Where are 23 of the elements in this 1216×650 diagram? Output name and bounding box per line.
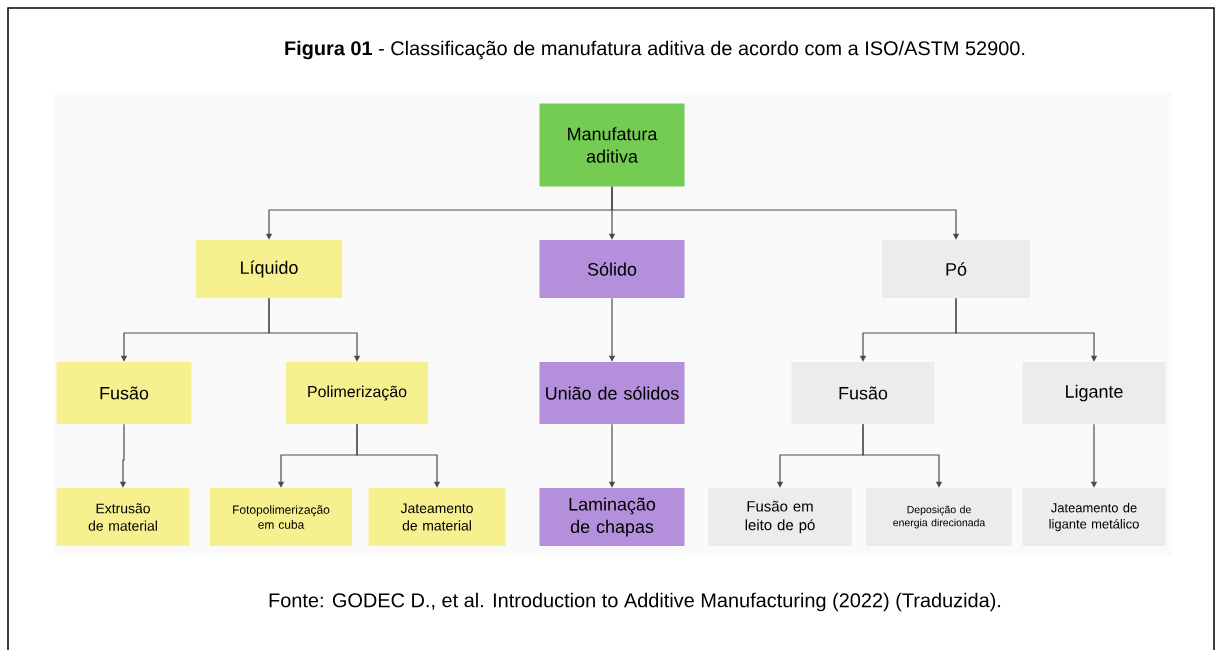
category-box: Laminação de chapas bbox=[539, 488, 685, 546]
category-box: Fusão bbox=[56, 362, 192, 424]
category-box: Fusão bbox=[791, 362, 935, 424]
arrow bbox=[955, 297, 1098, 362]
figure-title: Figura 01 - Classificação de manufatura aditiva de acordo com a ISO/ASTM 52900. bbox=[285, 40, 1025, 60]
category-box: Fotopolimerização em cuba bbox=[210, 488, 352, 546]
category-box: Manufatura aditiva bbox=[539, 103, 685, 187]
source-caption: Fonte: GODEC D., et al. Introduction to Additive Manufacturing (2022) (Traduzida). bbox=[269, 592, 1001, 612]
category-box: Sólido bbox=[539, 240, 685, 298]
category-box: Extrusão de material bbox=[56, 488, 190, 546]
arrow bbox=[268, 297, 361, 362]
arrow bbox=[862, 423, 943, 488]
category-box: Fusão em leito de pó bbox=[708, 488, 852, 546]
category-box: Jateamento de material bbox=[368, 488, 506, 546]
arrow bbox=[356, 423, 441, 488]
category-box: União de sólidos bbox=[539, 362, 685, 424]
category-box: Pó bbox=[882, 240, 1030, 298]
category-box: Ligante bbox=[1022, 362, 1166, 424]
category-box: Deposição de energia direcionada bbox=[866, 488, 1012, 546]
arrow bbox=[611, 186, 960, 240]
category-box: Líquido bbox=[196, 240, 342, 298]
category-box: Polimerização bbox=[286, 362, 428, 424]
category-box: Jateamento de ligante metálico bbox=[1022, 488, 1166, 546]
